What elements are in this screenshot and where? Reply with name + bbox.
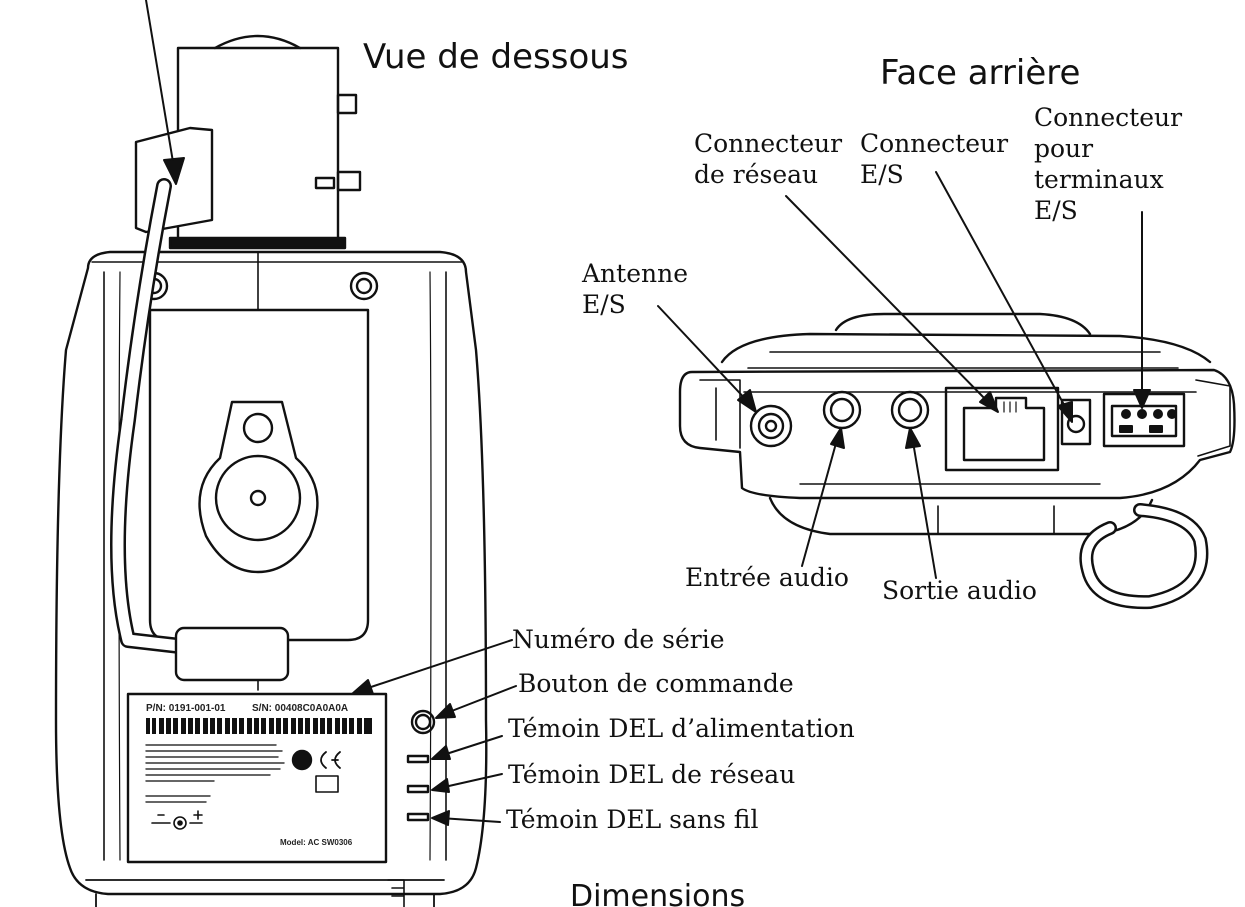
arrowhead-audio-out: [905, 427, 921, 449]
cert-mark-icon: [315, 775, 339, 793]
label-network-connector: Connecteur de réseau: [694, 129, 843, 189]
power-cable-fill: [112, 180, 186, 652]
antenna-connector-ring: [757, 412, 785, 440]
leader-top-cable: [145, 0, 175, 169]
camera-mount-dome: [213, 34, 302, 50]
leader-antenna: [657, 305, 751, 405]
io-terminal-inner: [1110, 404, 1178, 438]
label-control-button: Bouton de commande: [518, 669, 794, 698]
io-terminal-pins: [1119, 409, 1177, 433]
barcode: [146, 718, 372, 734]
camera-body-inner-edge: [103, 271, 447, 861]
arrowhead-io: [1057, 401, 1073, 423]
screw-right-inner: [355, 277, 373, 295]
mount-tab-lower: [336, 170, 362, 192]
audio-in-jack-inner: [829, 397, 855, 423]
io-connector[interactable]: [1066, 414, 1086, 434]
arrowhead-terminal: [1133, 389, 1151, 409]
heading-rear-face: Face arrière: [880, 53, 1081, 93]
plate-part-number: P/N: 0191-001-01: [146, 703, 226, 714]
wireless-led: [406, 812, 430, 822]
heading-dimensions: Dimensions: [570, 879, 746, 907]
network-port-frame: [944, 386, 1060, 472]
control-button[interactable]: [410, 709, 436, 735]
arrowhead-network: [979, 391, 999, 413]
dc-polarity-icon: [151, 810, 203, 830]
screw-right: [349, 271, 379, 301]
ce-mark-icon: [320, 751, 341, 769]
rear-right-flange: [1195, 379, 1231, 457]
rear-bottom-stand: [937, 505, 1055, 535]
camera-foot: [85, 879, 445, 907]
label-audio-out: Sortie audio: [882, 576, 1037, 605]
leader-io: [935, 171, 1069, 413]
leader-button: [443, 685, 517, 715]
audio-out-jack-inner: [897, 397, 923, 423]
heading-bottom-view: Vue de dessous: [363, 37, 629, 77]
arrowhead-button: [435, 703, 456, 719]
label-serial-number: Numéro de série: [512, 625, 725, 654]
network-port-contacts: [1003, 401, 1017, 413]
arrowhead-power-led: [431, 745, 451, 760]
threaded-ring: [168, 236, 347, 250]
arrowhead-audio-in: [830, 427, 845, 449]
rear-upper-band: [747, 351, 1179, 369]
label-io-terminal-connector: Connecteur pour terminaux E/S: [1034, 103, 1183, 225]
arrowhead-serial: [351, 679, 374, 695]
arrowhead-top-cable: [163, 157, 185, 185]
rear-upper-shell: [720, 332, 1212, 364]
leader-network-led: [439, 773, 503, 789]
leader-audio-out: [911, 435, 937, 579]
cable-plug: [174, 626, 290, 682]
arrowhead-antenna: [737, 389, 757, 413]
arrowhead-network-led: [431, 778, 450, 793]
rear-left-flange: [699, 379, 741, 449]
leader-audio-in: [801, 435, 839, 567]
leader-wireless-led: [439, 817, 501, 823]
label-network-led: Témoin DEL de réseau: [508, 760, 796, 789]
io-connector-frame: [1060, 398, 1092, 446]
keyhole-pin: [249, 489, 267, 507]
rear-main-body: [678, 368, 1236, 500]
leader-network: [785, 195, 991, 405]
mount-tab-small: [314, 176, 336, 190]
rear-cable-loop-fill: [1081, 505, 1206, 607]
label-wireless-led: Témoin DEL sans fil: [506, 805, 759, 834]
foot-connector: [387, 879, 405, 907]
arrowhead-wireless-led: [431, 810, 450, 826]
plate-serial-number: S/N: 00408C0A0A0A: [252, 703, 349, 714]
antenna-connector-pin: [764, 419, 778, 433]
leader-power-led: [439, 735, 503, 757]
antenna-connector[interactable]: [749, 404, 793, 448]
mount-tab-upper: [336, 93, 358, 115]
control-button-rim: [414, 713, 432, 731]
power-led: [406, 754, 430, 764]
label-io-antenna: Antenne E/S: [582, 259, 688, 319]
rear-top-bump: [834, 312, 1092, 336]
plate-fine-print: [145, 744, 285, 803]
keyhole-hole: [242, 412, 274, 444]
c-tick-icon: [291, 749, 313, 771]
leader-serial: [361, 639, 513, 691]
network-led: [406, 784, 430, 794]
camera-rear-view: [678, 312, 1236, 610]
keyhole-center: [214, 454, 302, 542]
label-audio-in: Entrée audio: [685, 563, 849, 592]
label-power-led: Témoin DEL d’alimentation: [508, 714, 855, 743]
label-io-connector: Connecteur E/S: [860, 129, 1009, 189]
camera-bottom-view: [54, 34, 488, 907]
plate-model: Model: AC SW0306: [280, 838, 353, 847]
leader-lines: [145, 0, 1151, 826]
